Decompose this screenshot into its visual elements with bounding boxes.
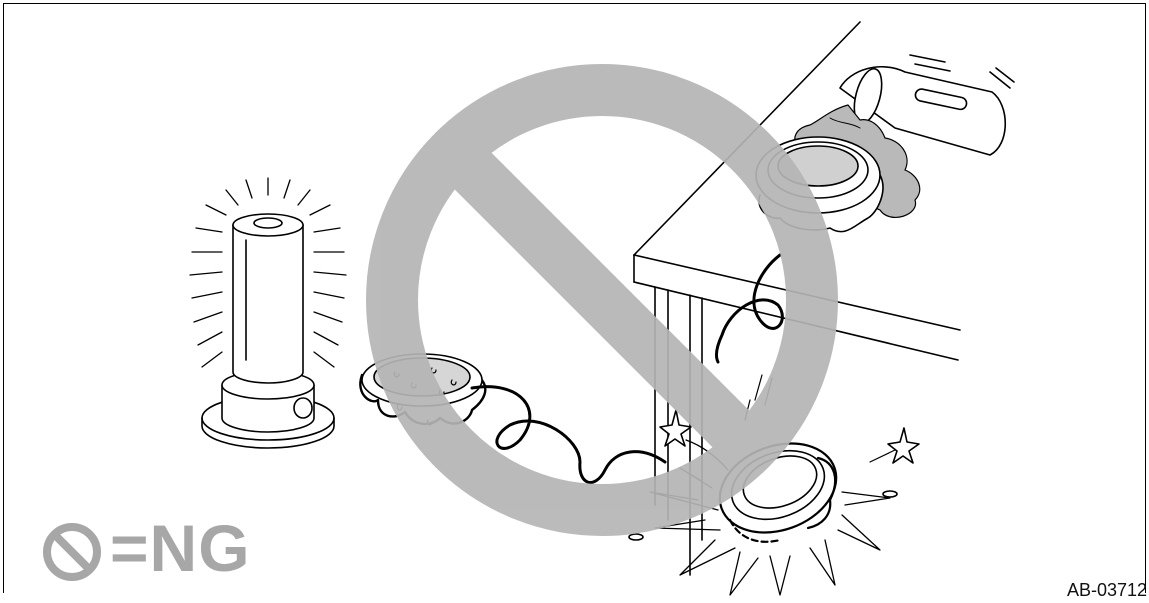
fall-path-icon xyxy=(717,255,783,362)
prohibition-icon xyxy=(47,527,97,577)
prohibition-sign-icon xyxy=(392,90,812,510)
reference-code: AB-03712 xyxy=(1067,580,1147,601)
legend-label: =NG xyxy=(110,515,251,581)
heater-icon xyxy=(190,178,346,448)
impact-star-icon xyxy=(888,428,919,463)
